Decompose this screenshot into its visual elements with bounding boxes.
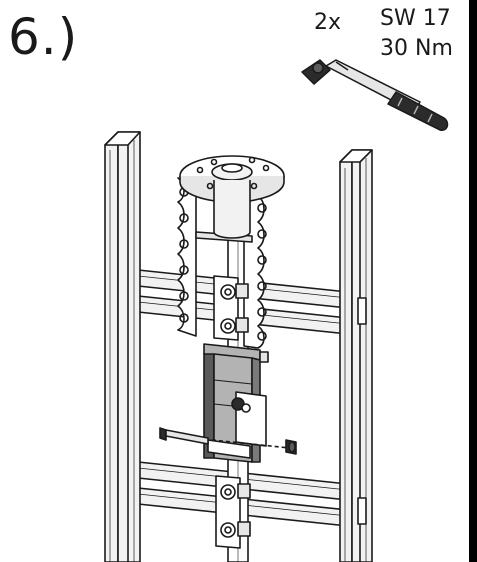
center-bracket: [203, 343, 269, 463]
lower-clamp: [215, 475, 251, 549]
torque-value-label: 30 Nm: [380, 36, 453, 61]
through-bolt: [159, 427, 297, 455]
upper-clamp: [213, 275, 249, 341]
top-flange: [179, 155, 285, 239]
bracket-plate-left: [177, 177, 197, 337]
torque-wrench-icon: [301, 59, 449, 131]
wrench-size-label: SW 17: [380, 6, 451, 31]
step-number: 6.): [8, 8, 79, 66]
tool-quantity: 2x: [314, 10, 342, 35]
ladder-rail-left: [104, 131, 141, 562]
ladder-rail-right: [339, 149, 373, 562]
page-edge-bar: [469, 0, 477, 562]
